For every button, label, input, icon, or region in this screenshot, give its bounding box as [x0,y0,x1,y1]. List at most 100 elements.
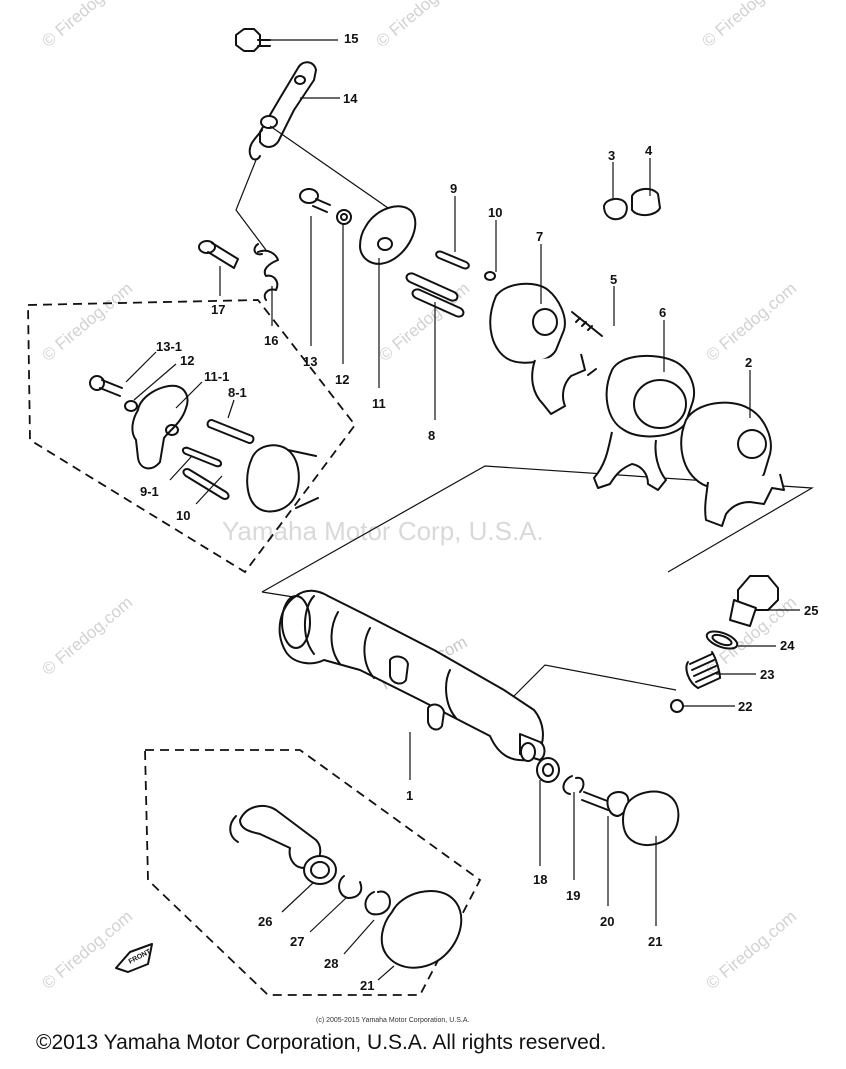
shift-fork-2-body [680,401,772,490]
bolt-13-1-shank [99,379,123,397]
watermark-firedog: © Firedog.com [702,279,800,365]
label-9: 9 [450,181,457,196]
watermark-firedog: © Firedog.com [372,0,470,51]
label-3: 3 [608,148,615,163]
label-4: 4 [645,143,653,158]
segment-11-1-hole [165,424,179,436]
shift-fork-2 [680,401,785,527]
label-12: 12 [335,372,349,387]
drum-stopper-face [229,815,239,843]
label-10-inset: 10 [176,508,190,523]
washer-26 [303,855,337,885]
label-7: 7 [536,229,543,244]
shift-fork-7-arm [531,353,586,415]
leader-9-1 [169,455,193,481]
spring-23-sides [685,651,721,689]
label-11-1: 11-1 [204,369,229,384]
washer-12-hole [340,213,348,221]
bolt-13-shank [312,198,331,213]
washer-18-hole [542,763,554,777]
pin-8-1 [206,419,255,444]
plug-25-body [729,599,757,627]
label-14: 14 [343,91,358,106]
drum-end-collar [246,444,300,513]
clip-10 [484,271,496,281]
leader-11-1 [175,381,203,409]
pin-10-inset [182,468,230,500]
gasket-24-hole [711,633,733,647]
detent-panel-outline [509,664,677,701]
label-28: 28 [324,956,338,971]
label-22: 22 [738,699,752,714]
shift-arm-hook [248,129,263,161]
segment-11-1 [131,384,189,470]
label-6: 6 [659,305,666,320]
leader-8-1 [227,399,235,419]
label-25: 25 [804,603,818,618]
leader-10-inset [195,475,223,505]
front-arrow-badge: FRONT [115,943,153,973]
cam-follower-4 [631,188,661,216]
inset-box-drum-stopper [144,749,482,996]
drum-end-shaft [287,449,319,509]
cover-21 [622,790,680,846]
shift-arm-pin-hole [294,75,306,85]
label-21-inset: 21 [360,978,374,993]
shift-fork-7-bore [532,308,558,336]
watermark-firedog: © Firedog.com [38,907,136,993]
label-24: 24 [780,638,795,653]
label-1: 1 [406,788,413,803]
shift-fork-2-arm [704,473,785,527]
detent-assembly [670,575,779,713]
label-18: 18 [533,872,547,887]
watermark-yamaha: Yamaha Motor Corp, U.S.A. [222,516,544,546]
pin-5-thread [575,317,593,331]
shift-lever-assembly [198,28,415,301]
inset-a-parts [89,375,319,513]
circlip-19 [562,775,585,795]
segment-plate-hole [377,237,393,251]
shift-fork-7-tip [587,368,597,376]
label-19: 19 [566,888,580,903]
watermark-firedog: © Firedog.com [38,279,136,365]
part-labels: 15 14 3 4 9 10 7 5 6 2 8 11 12 13 16 17 … [140,31,818,993]
shift-arm-hole [260,115,278,129]
label-15: 15 [344,31,358,46]
label-8-1: 8-1 [228,385,247,400]
label-5: 5 [610,272,617,287]
spring-16 [257,249,279,301]
spring-16-hook [253,243,263,256]
shift-fork-7-body [489,282,566,364]
washer-12-inset [124,400,138,412]
washer-26-hole [310,861,330,879]
shift-drum-grooves [303,595,457,719]
bolt-15-shank [257,39,271,47]
circlip-28 [364,890,391,916]
bolt-20-shank [581,791,611,811]
watermark-firedog: © Firedog.com [38,593,136,679]
pin-8a [405,272,459,302]
pin-8b [411,288,465,318]
label-12-inset: 12 [180,353,194,368]
front-arrow-shape [115,943,153,973]
watermark-firedog: © Firedog.com [38,0,136,51]
shift-drum-pin-b [427,703,445,731]
shift-arm-14 [259,61,317,148]
drum-stopper-shaft [239,804,322,869]
label-2: 2 [745,355,752,370]
guide-pins [405,250,496,318]
leader-12-inset [133,363,177,401]
washer-18 [536,757,560,783]
shift-fork-6-arm [593,431,667,491]
label-20: 20 [600,914,614,929]
label-16: 16 [264,333,278,348]
bolt-15-head [235,28,261,52]
leader-28 [343,919,375,955]
label-10: 10 [488,205,502,220]
leader-13-1 [125,351,157,383]
label-17: 17 [211,302,225,317]
label-13: 13 [303,354,317,369]
bolt-17-head [198,240,216,254]
